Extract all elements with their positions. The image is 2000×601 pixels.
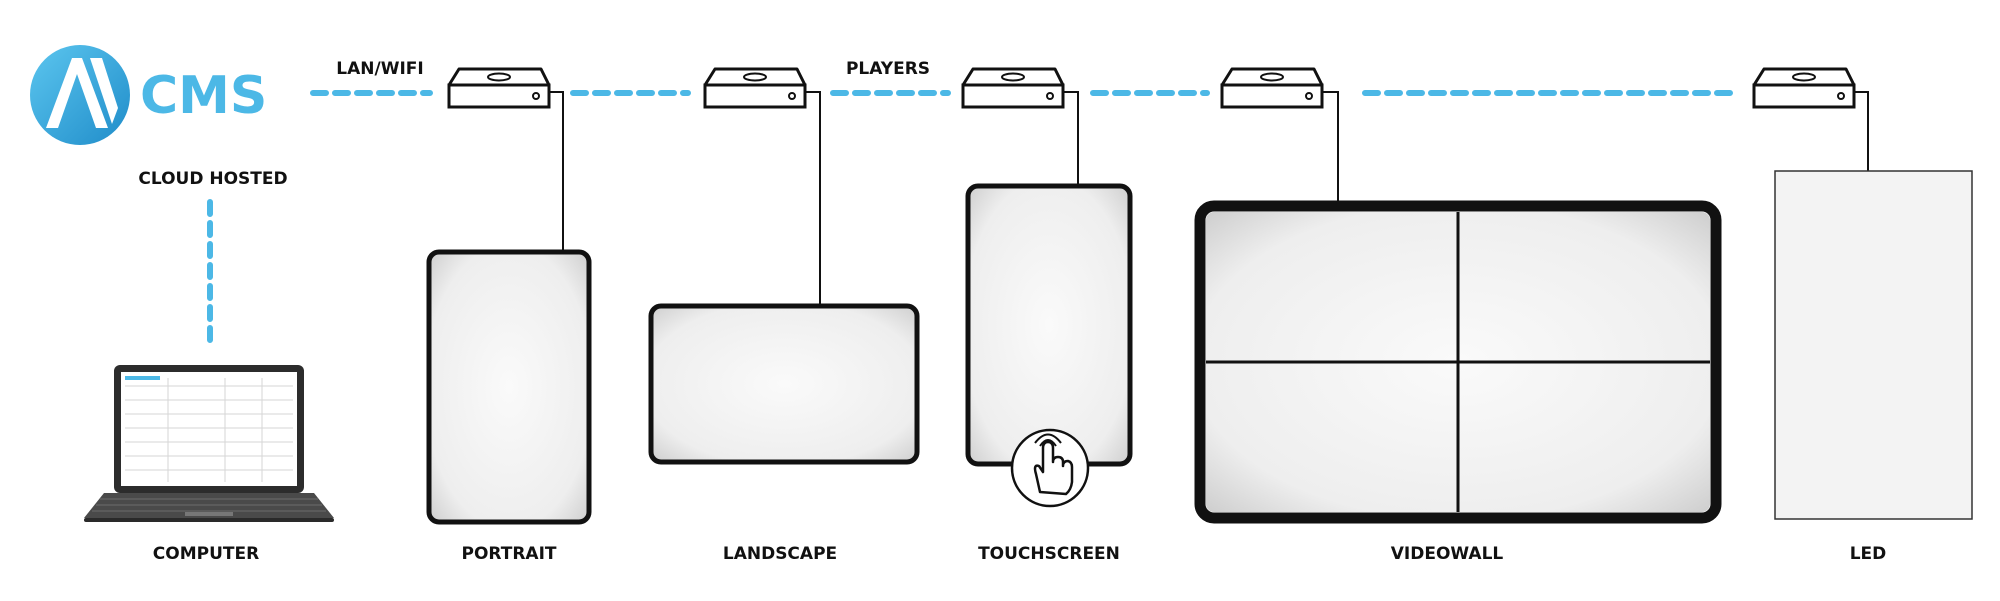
- av-cms-logo: CMS: [30, 45, 267, 145]
- media-player-box-icon: [447, 67, 551, 109]
- lan-wifi-label: LAN/WIFI: [336, 59, 423, 79]
- touchscreen-screen: [965, 183, 1133, 467]
- laptop-screen-content: [125, 378, 293, 482]
- portrait-screen: [426, 249, 592, 525]
- media-player-box-icon: [1220, 67, 1324, 109]
- led-screen: [1774, 170, 1973, 520]
- media-player-box-icon: [1752, 67, 1856, 109]
- touchscreen-label: TOUCHSCREEN: [978, 544, 1120, 564]
- laptop-screen: [121, 372, 297, 486]
- portrait-display: [426, 249, 592, 525]
- logo-cms-text: CMS: [140, 66, 267, 126]
- display-cables: [549, 91, 1869, 306]
- led-display: [1774, 170, 1973, 520]
- landscape-screen: [648, 303, 920, 465]
- videowall-label: VIDEOWALL: [1391, 544, 1504, 564]
- laptop-icon: [84, 365, 334, 522]
- laptop-keys: [92, 498, 326, 512]
- media-player-box-icon: [703, 67, 807, 109]
- portrait-label: PORTRAIT: [461, 544, 556, 564]
- laptop-trackpad: [185, 512, 233, 516]
- computer-label: COMPUTER: [153, 544, 259, 564]
- cable: [1322, 91, 1339, 206]
- cable: [805, 91, 821, 306]
- cable: [549, 91, 564, 252]
- laptop-front-edge: [84, 518, 334, 522]
- cable: [1063, 91, 1079, 186]
- hand-tap-icon: [1010, 428, 1090, 508]
- laptop-screen-accent: [125, 376, 160, 380]
- landscape-display: [648, 303, 920, 465]
- led-label: LED: [1850, 544, 1887, 564]
- players-label: PLAYERS: [846, 59, 930, 79]
- logo-a-shape: [46, 58, 108, 128]
- touchscreen-display: [965, 183, 1133, 508]
- logo-v-shape: [90, 58, 118, 124]
- cable: [1854, 91, 1869, 171]
- videowall-display: [1194, 200, 1722, 524]
- cloud-hosted-label: CLOUD HOSTED: [138, 169, 287, 189]
- landscape-label: LANDSCAPE: [723, 544, 837, 564]
- media-player-box-icon: [961, 67, 1065, 109]
